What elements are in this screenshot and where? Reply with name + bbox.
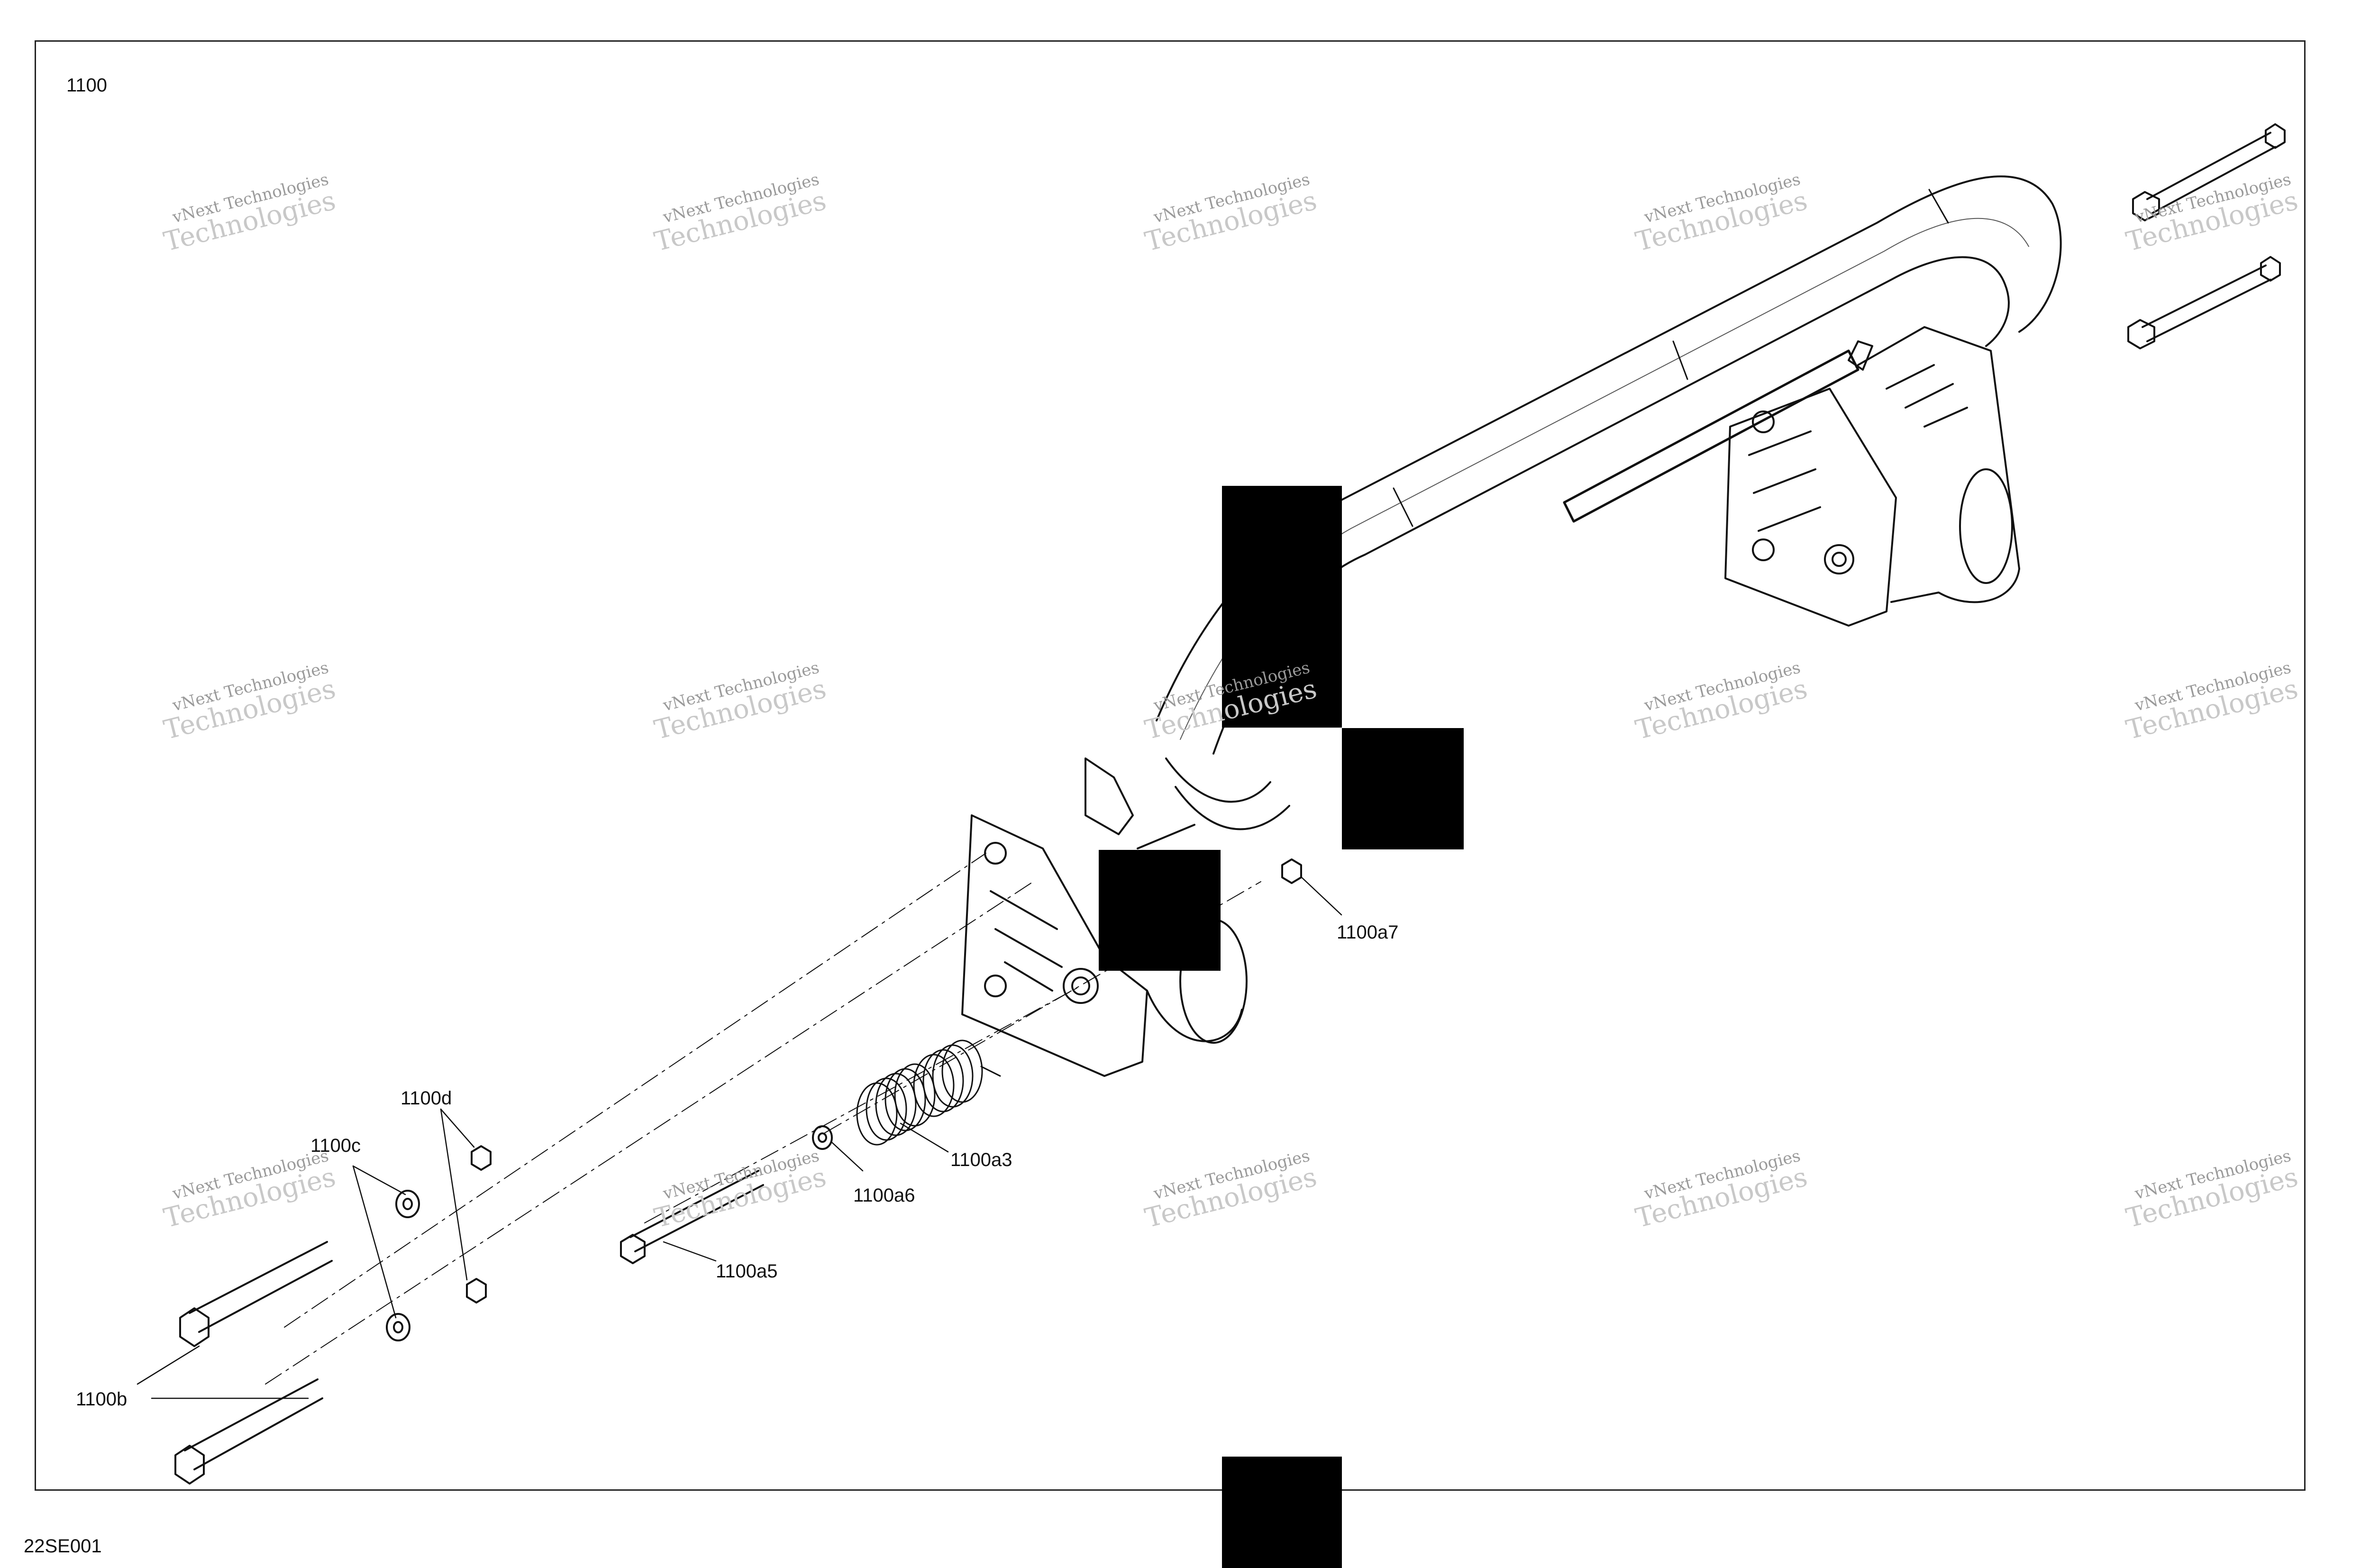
assembly-centerlines [265,853,1261,1385]
redaction-block [1222,1457,1342,1568]
callout-1100a5: 1100a5 [716,1261,778,1282]
drawing-code: 22SE001 [24,1536,102,1557]
sheet-label: 1100 [66,75,108,96]
spring [856,1039,1001,1146]
callout-1100a3: 1100a3 [950,1149,1012,1170]
callout-leaders [137,876,1342,1399]
drawing-frame [35,40,2306,1491]
callout-1100b: 1100b [76,1389,128,1410]
upper-bolts [2127,123,2286,349]
left-mounting-bracket [961,757,1248,1077]
long-bolts [174,1241,333,1485]
right-mounting-bracket [1724,326,2020,627]
callout-1100a6: 1100a6 [853,1185,915,1206]
callout-1100a7: 1100a7 [1337,922,1399,943]
callout-1100c: 1100c [310,1135,361,1156]
redaction-block [1222,486,1342,728]
callout-1100d: 1100d [401,1088,452,1109]
redaction-block [1342,728,1464,849]
redaction-block [1099,850,1221,971]
short-bolt [620,1170,764,1264]
